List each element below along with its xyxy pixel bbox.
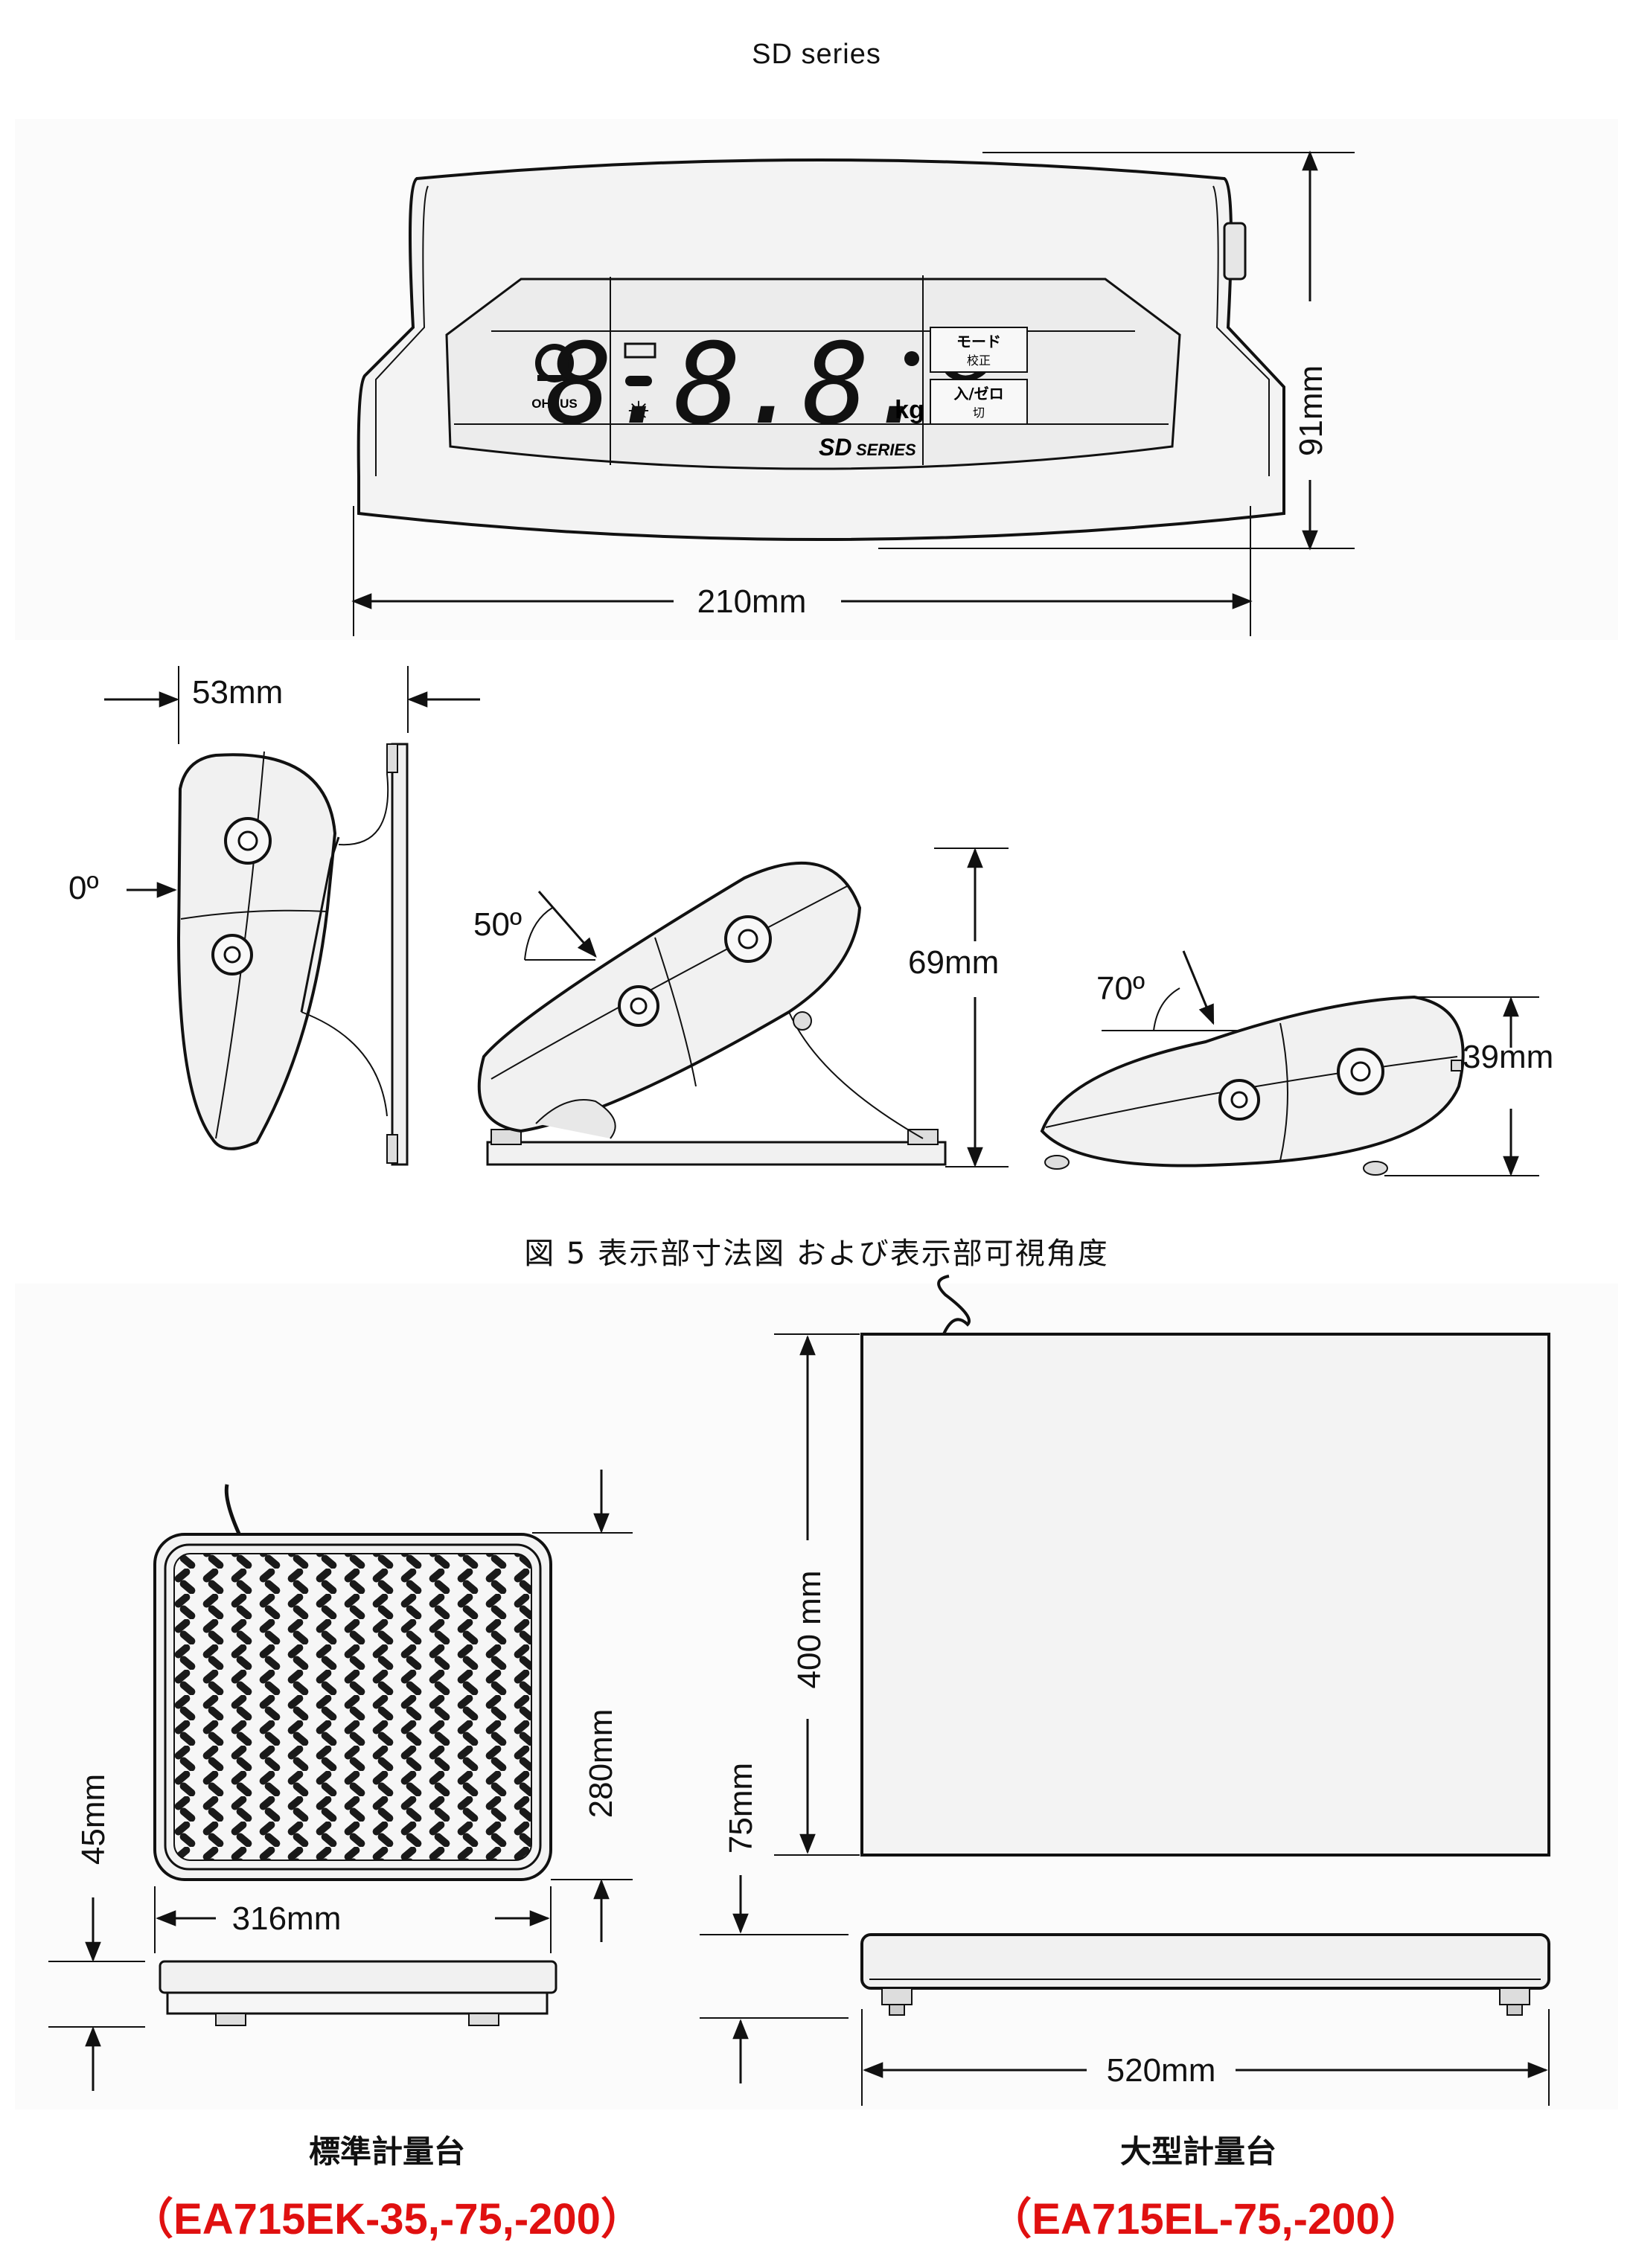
depth-0-label: 53mm [192, 674, 283, 711]
large-platform-side-view: 75mm 520mm [700, 1763, 1550, 2106]
view-0-degrees: 53mm 0º [68, 666, 480, 1166]
view-50-degrees: 50º 69mm [473, 848, 1009, 1167]
angle-50-label: 50º [473, 906, 522, 943]
indicator-dot-icon [904, 351, 919, 366]
large-height-label: 75mm [723, 1763, 759, 1854]
angle-70-label: 70º [1096, 970, 1145, 1007]
brand-suffix: SERIES [856, 441, 916, 459]
minus-indicator-icon [625, 376, 652, 386]
standard-width-label: 316mm [232, 1900, 342, 1937]
standard-platform-model: （EA715EK-35,-75,-200） [130, 2195, 644, 2243]
large-depth-label: 400 mm [791, 1571, 828, 1689]
svg-text:入/ゼロ: 入/ゼロ [953, 385, 1003, 403]
display-height-label: 91mm [1293, 365, 1329, 456]
large-platform-top-view: 400 mm [774, 1275, 1550, 1857]
stable-asterisk-icon: ✳ [627, 397, 650, 427]
ohaus-logo-icon [535, 344, 574, 382]
standard-height-label: 45mm [75, 1774, 112, 1865]
mode-button[interactable]: モード 校正 [930, 327, 1028, 373]
svg-text:切: 切 [973, 406, 985, 420]
standard-platform-side-view: 45mm [48, 1774, 557, 2091]
svg-text:モード: モード [956, 333, 1001, 350]
display-width-label: 210mm [697, 583, 807, 620]
height-50-label: 69mm [908, 944, 999, 981]
viewing-angle-views: 53mm 0º 50º [68, 666, 1553, 1176]
view-70-degrees: 70º 39mm [1040, 950, 1553, 1176]
height-70-label: 39mm [1463, 1039, 1553, 1075]
zero-button[interactable]: 入/ゼロ 切 [930, 379, 1028, 425]
display-digits: 8.8.8.8 [546, 320, 995, 449]
logo-text: OHAUS [531, 397, 577, 411]
unit-label: kg [895, 396, 924, 424]
standard-platform-top-view: 280mm 316mm [153, 1470, 633, 1953]
svg-text:校正: 校正 [967, 353, 991, 368]
page-title: SD series [752, 39, 881, 70]
large-platform-model: （EA715EL-75,-200） [988, 2195, 1423, 2243]
standard-depth-label: 280mm [583, 1709, 619, 1819]
figure-caption: 図 5 表示部寸法図 および表示部可視角度 [524, 1237, 1109, 1271]
standard-platform-label: 標準計量台 [308, 2133, 465, 2170]
large-platform-label: 大型計量台 [1119, 2133, 1276, 2170]
battery-icon [624, 342, 656, 359]
display-front-view: OHAUS ✳ 8.8.8.8 kg SD SERIES モード 校正 入/ゼロ… [351, 150, 1355, 636]
large-width-label: 520mm [1107, 2052, 1216, 2089]
brand-mark: SD [819, 434, 851, 461]
angle-0-label: 0º [68, 870, 99, 906]
